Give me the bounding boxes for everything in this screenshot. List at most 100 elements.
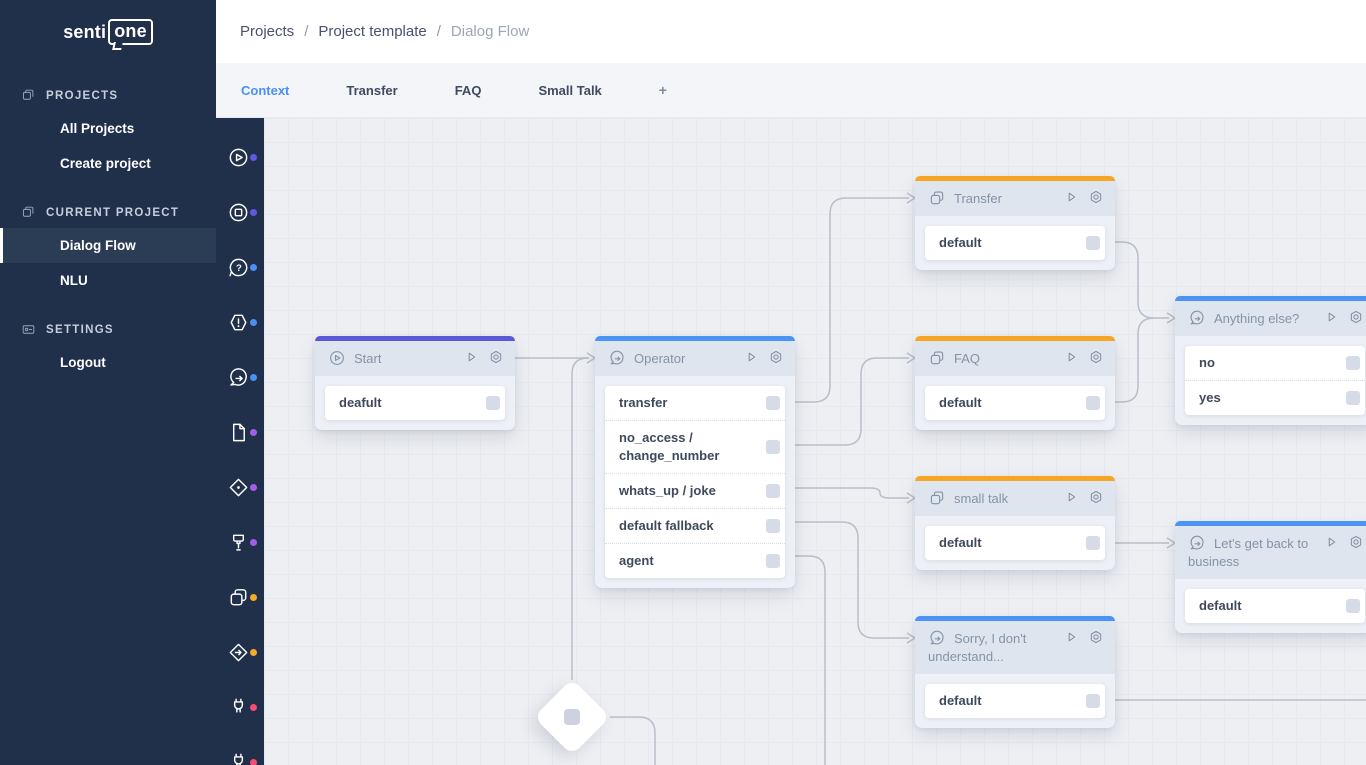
node-header[interactable]: Start [315, 341, 515, 376]
connector-port[interactable] [1086, 236, 1100, 250]
node-settings-button[interactable] [1088, 629, 1104, 645]
node-row[interactable]: transfer [605, 386, 785, 420]
tab-transfer[interactable]: Transfer [346, 82, 398, 98]
node-header[interactable]: small talk [915, 481, 1115, 516]
node-settings-button[interactable] [488, 349, 504, 365]
connector-port[interactable] [1086, 396, 1100, 410]
node-row[interactable]: default [925, 684, 1105, 718]
connector-port[interactable] [766, 519, 780, 533]
palette-item-decision-diamond[interactable] [216, 460, 264, 515]
palette-item-alert-hexagon[interactable] [216, 295, 264, 350]
run-node-button[interactable] [1323, 309, 1339, 325]
node-header[interactable]: FAQ [915, 341, 1115, 376]
node-row[interactable]: whats_up / joke [605, 473, 785, 508]
wire-operator.default_fallback-to-sorry [795, 521, 909, 639]
node-accent-bar [1175, 521, 1366, 526]
node-row[interactable]: default [1185, 589, 1365, 623]
connector-port[interactable] [1346, 391, 1360, 405]
flow-node-letsget[interactable]: Let's get back to business default [1175, 521, 1366, 633]
node-accent-bar [1175, 296, 1366, 301]
connector-port[interactable] [1086, 536, 1100, 550]
svg-text:?: ? [236, 263, 242, 274]
connector-port[interactable] [766, 484, 780, 498]
node-row[interactable]: default [925, 386, 1105, 420]
tab-faq[interactable]: FAQ [454, 82, 482, 98]
connector-port[interactable] [766, 554, 780, 568]
node-row[interactable]: default fallback [605, 508, 785, 543]
folder-icon [23, 206, 34, 217]
run-node-button[interactable] [1063, 489, 1079, 505]
run-node-button[interactable] [1063, 629, 1079, 645]
tab-context[interactable]: Context [241, 82, 290, 98]
node-body: default [925, 684, 1105, 718]
palette-item-chat-forward[interactable] [216, 350, 264, 405]
tab-small-talk[interactable]: Small Talk [538, 82, 602, 98]
chat-forward-icon [1190, 535, 1204, 550]
flow-node-sorry[interactable]: Sorry, I don't understand... default [915, 616, 1115, 728]
node-header[interactable]: Operator [595, 341, 795, 376]
run-node-button[interactable] [743, 349, 759, 365]
flow-node-start[interactable]: Start deafult [315, 336, 515, 430]
node-row[interactable]: agent [605, 543, 785, 578]
node-row[interactable]: deafult [325, 386, 505, 420]
folder-icon [23, 89, 34, 100]
breadcrumb-item[interactable]: Projects [240, 23, 295, 40]
palette-item-goto-diamond[interactable] [216, 625, 264, 680]
palette-item-cards[interactable] [216, 570, 264, 625]
play-outline-icon [468, 352, 476, 362]
palette-item-plug[interactable] [216, 735, 264, 765]
run-node-button[interactable] [1063, 189, 1079, 205]
node-settings-button[interactable] [768, 349, 784, 365]
node-settings-button[interactable] [1088, 189, 1104, 205]
gear-icon [1350, 310, 1362, 324]
palette-item-brush-stamp[interactable] [216, 515, 264, 570]
play-outline-icon [1068, 352, 1076, 362]
node-row[interactable]: yes [1185, 380, 1365, 415]
node-header[interactable]: Sorry, I don't understand... [915, 621, 1115, 674]
node-title: FAQ [954, 351, 981, 366]
node-settings-button[interactable] [1348, 534, 1364, 550]
sidebar-item-nlu[interactable]: NLU [60, 273, 88, 288]
connector-port[interactable] [766, 440, 780, 454]
flow-node-faq[interactable]: FAQ default [915, 336, 1115, 430]
flow-node-transfer[interactable]: Transfer default [915, 176, 1115, 270]
gear-icon [770, 350, 782, 364]
palette-item-document[interactable] [216, 405, 264, 460]
node-row[interactable]: no_access / change_number [605, 420, 785, 473]
node-row[interactable]: default [925, 526, 1105, 560]
flow-node-smalltalk[interactable]: small talk default [915, 476, 1115, 570]
connector-port[interactable] [1346, 599, 1360, 613]
node-settings-button[interactable] [1348, 309, 1364, 325]
node-settings-button[interactable] [1088, 349, 1104, 365]
palette-item-play-circle[interactable] [216, 130, 264, 185]
run-node-button[interactable] [1063, 349, 1079, 365]
node-settings-button[interactable] [1088, 489, 1104, 505]
run-node-button[interactable] [1323, 534, 1339, 550]
palette-item-plug[interactable] [216, 680, 264, 735]
breadcrumb-item[interactable]: Project template [318, 23, 427, 40]
node-accent-bar [315, 336, 515, 341]
sidebar-item-all-projects[interactable]: All Projects [60, 121, 135, 136]
node-row[interactable]: no [1185, 346, 1365, 380]
node-header[interactable]: Transfer [915, 181, 1115, 216]
palette-item-stop-circle[interactable] [216, 185, 264, 240]
node-row[interactable]: default [925, 226, 1105, 260]
sidebar-item-dialog-flow[interactable]: Dialog Flow [0, 228, 216, 263]
node-accent-bar [915, 176, 1115, 181]
palette-item-question-bubble[interactable]: ? [216, 240, 264, 295]
run-node-button[interactable] [463, 349, 479, 365]
connector-port[interactable] [766, 396, 780, 410]
sidebar-item-create-project[interactable]: Create project [60, 156, 151, 171]
add-tab-button[interactable]: + [658, 82, 667, 98]
node-header[interactable]: Anything else? [1175, 301, 1366, 336]
connector-port[interactable] [1346, 356, 1360, 370]
sidebar-item-logout[interactable]: Logout [60, 355, 106, 370]
node-title: small talk [954, 491, 1009, 506]
connector-port[interactable] [1086, 694, 1100, 708]
node-header[interactable]: Let's get back to business [1175, 526, 1366, 579]
connector-port[interactable] [486, 396, 500, 410]
